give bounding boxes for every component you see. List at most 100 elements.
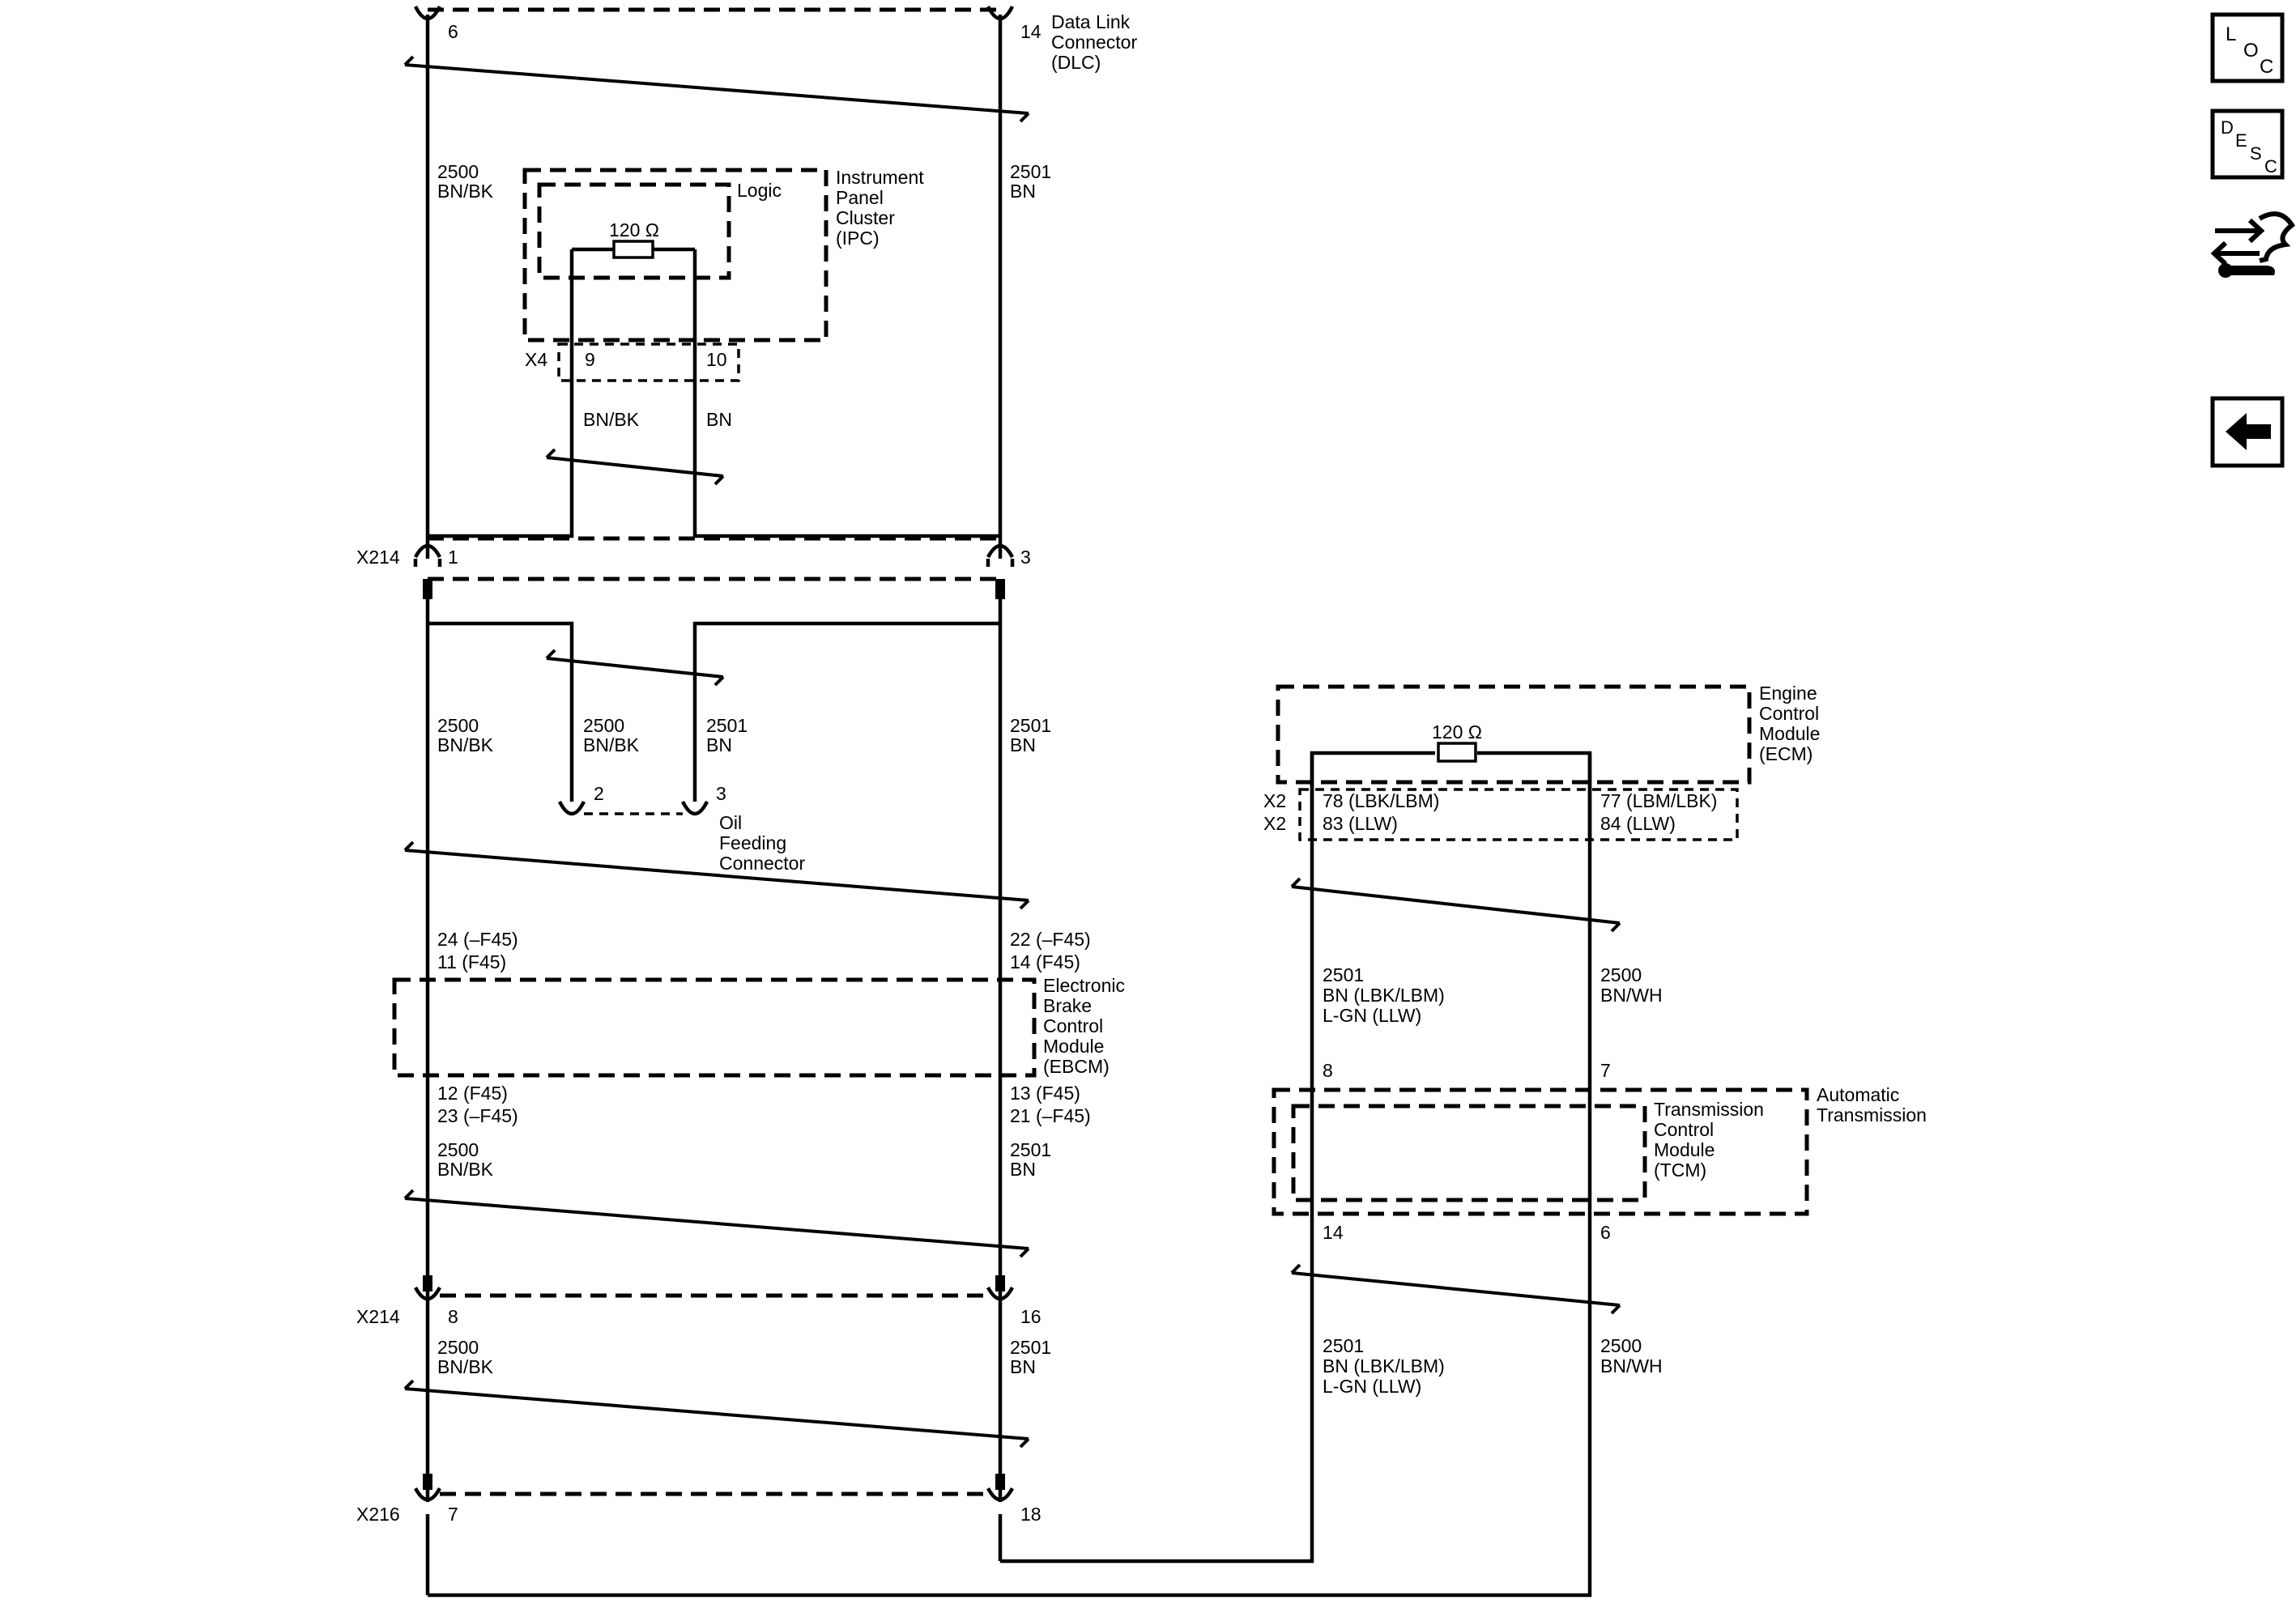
ecm-pin-left-2: 83 (LLW) bbox=[1323, 813, 1398, 834]
ecm-tcm-wire-2501 bbox=[1000, 751, 1435, 1564]
ipc-name-1: Instrument bbox=[836, 167, 924, 188]
wire-label-2501-mid: 2501 bbox=[1010, 715, 1051, 736]
loc-letter-c: C bbox=[2260, 56, 2273, 78]
ipc-wire-right bbox=[692, 249, 1000, 538]
ecm-wire-label-2500: 2500 bbox=[1600, 964, 1642, 985]
ecm-pin-left-1: 78 (LBK/LBM) bbox=[1323, 790, 1439, 811]
x214-bottom-pin-right: 16 bbox=[1020, 1306, 1042, 1327]
ebcm-name-2: Brake bbox=[1043, 995, 1092, 1016]
desc-letter-d: D bbox=[2221, 117, 2234, 138]
ebcm-pin-tl-1: 24 (–F45) bbox=[437, 929, 518, 950]
tcm-pin-top-left: 8 bbox=[1323, 1060, 1333, 1081]
x216-connector bbox=[414, 1474, 1014, 1502]
oil-pin-a: 2 bbox=[594, 783, 604, 804]
ecm-name-2: Control bbox=[1759, 703, 1819, 724]
x214-bottom-connector bbox=[414, 1275, 1014, 1301]
dlc-pin-right: 14 bbox=[1020, 21, 1042, 42]
wire-label-2500: 2500 bbox=[437, 161, 479, 182]
tcm-name-1: Transmission bbox=[1654, 1099, 1764, 1120]
desc-letter-e: E bbox=[2235, 130, 2247, 151]
dlc-name-1: Data Link bbox=[1051, 11, 1131, 32]
oil-wire-label-2501: 2501 bbox=[706, 715, 748, 736]
loc-letter-o: O bbox=[2243, 40, 2259, 62]
ecm-wire-color-2501-b: L-GN (LLW) bbox=[1323, 1005, 1421, 1026]
back-arrow-button[interactable] bbox=[2210, 396, 2285, 468]
ipc-wire-color-left: BN/BK bbox=[583, 409, 640, 430]
ecm-wire-color-2501-a: BN (LBK/LBM) bbox=[1323, 985, 1445, 1006]
ipc-module bbox=[522, 168, 829, 382]
wire-color-bnbk: BN/BK bbox=[437, 181, 494, 202]
ipc-name-3: Cluster bbox=[836, 207, 895, 228]
ipc-resistor bbox=[612, 240, 654, 259]
tcm-wire-color-2500: BN/WH bbox=[1600, 1355, 1663, 1377]
tcm-wire-color-2501-a: BN (LBK/LBM) bbox=[1323, 1355, 1445, 1377]
ipc-pin-a: 9 bbox=[585, 349, 595, 370]
ecm-name-3: Module bbox=[1759, 723, 1820, 744]
wire-label-2501-low: 2501 bbox=[1010, 1139, 1051, 1160]
wire-color-bnbk-low: BN/BK bbox=[437, 1159, 494, 1180]
loc-letter-l: L bbox=[2226, 23, 2236, 45]
ipc-logic-label: Logic bbox=[737, 180, 782, 201]
ecm-resistor bbox=[1437, 742, 1477, 763]
x214-top-connector bbox=[413, 536, 1015, 599]
connector-hand-icon[interactable] bbox=[2210, 211, 2296, 278]
desc-letter-c: C bbox=[2264, 156, 2277, 177]
tcm-pin-bottom-right: 6 bbox=[1600, 1222, 1611, 1243]
ecm-wire-label-2501: 2501 bbox=[1323, 964, 1364, 985]
ebcm-name-5: (EBCM) bbox=[1043, 1056, 1110, 1077]
wire-color-bn-low: BN bbox=[1010, 1159, 1036, 1180]
tcm-wire-label-2500: 2500 bbox=[1600, 1335, 1642, 1356]
ecm-name-4: (ECM) bbox=[1759, 743, 1813, 764]
ecm-resistor-label: 120 Ω bbox=[1432, 721, 1482, 743]
tcm-pin-top-right: 7 bbox=[1600, 1060, 1611, 1081]
ipc-pin-b: 10 bbox=[706, 349, 727, 370]
ecm-connector-b: X2 bbox=[1263, 813, 1286, 834]
ecm-wire-color-2500: BN/WH bbox=[1600, 985, 1663, 1006]
oil-name-3: Connector bbox=[719, 853, 805, 874]
back-arrow-icon bbox=[2226, 413, 2271, 450]
wire-label-2501: 2501 bbox=[1010, 161, 1051, 182]
wire-label-2500-mid: 2500 bbox=[437, 715, 479, 736]
ecm-module bbox=[1276, 684, 1752, 841]
dlc-name-3: (DLC) bbox=[1051, 52, 1101, 73]
ecm-pin-right-1: 77 (LBM/LBK) bbox=[1600, 790, 1717, 811]
tcm-name-3: Module bbox=[1654, 1139, 1715, 1160]
ebcm-pin-tr-1: 22 (–F45) bbox=[1010, 929, 1091, 950]
wire-color-bn: BN bbox=[1010, 181, 1036, 202]
oil-name-2: Feeding bbox=[719, 832, 786, 853]
ebcm-pin-tl-2: 11 (F45) bbox=[437, 951, 506, 972]
dlc-connector bbox=[413, 5, 1015, 21]
wire-label-2501-x214b: 2501 bbox=[1010, 1337, 1051, 1358]
ecm-pin-right-2: 84 (LLW) bbox=[1600, 813, 1676, 834]
x214-bottom-pin-left: 8 bbox=[448, 1306, 458, 1327]
ebcm-name-4: Module bbox=[1043, 1036, 1104, 1057]
ipc-resistor-label: 120 Ω bbox=[609, 219, 659, 240]
twisted-pair-markers bbox=[403, 55, 1621, 1449]
ebcm-pin-bl-1: 12 (F45) bbox=[437, 1083, 508, 1104]
ecm-tcm-wire-2500 bbox=[428, 751, 1592, 1598]
oil-wire-label-2500: 2500 bbox=[583, 715, 624, 736]
tcm-name-4: (TCM) bbox=[1654, 1160, 1706, 1181]
ebcm-pin-tr-2: 14 (F45) bbox=[1010, 951, 1080, 972]
oil-name-1: Oil bbox=[719, 812, 742, 833]
ebcm-pin-bl-2: 23 (–F45) bbox=[437, 1105, 518, 1126]
tcm-wire-color-2501-b: L-GN (LLW) bbox=[1323, 1376, 1421, 1397]
ipc-name-2: Panel bbox=[836, 187, 884, 208]
x216-pin-right: 18 bbox=[1020, 1504, 1042, 1525]
loc-button[interactable]: L O C bbox=[2210, 12, 2285, 83]
oil-feeding-connector bbox=[557, 800, 709, 816]
tcm-pin-bottom-left: 14 bbox=[1323, 1222, 1344, 1243]
ecm-name-1: Engine bbox=[1759, 683, 1817, 704]
wire-color-bn-x214b: BN bbox=[1010, 1356, 1036, 1377]
ecm-connector-a: X2 bbox=[1263, 790, 1286, 811]
auto-trans-name-2: Transmission bbox=[1817, 1104, 1927, 1126]
desc-letter-s: S bbox=[2250, 143, 2262, 164]
dlc-pin-left: 6 bbox=[448, 21, 458, 42]
ebcm-name-1: Electronic bbox=[1043, 975, 1125, 996]
oil-wire-left bbox=[428, 621, 574, 802]
x214-top-pin-left: 1 bbox=[448, 547, 458, 568]
ipc-connector-label: X4 bbox=[525, 349, 547, 370]
ebcm-pin-br-1: 13 (F45) bbox=[1010, 1083, 1080, 1104]
desc-button[interactable]: D E S C bbox=[2210, 109, 2285, 180]
